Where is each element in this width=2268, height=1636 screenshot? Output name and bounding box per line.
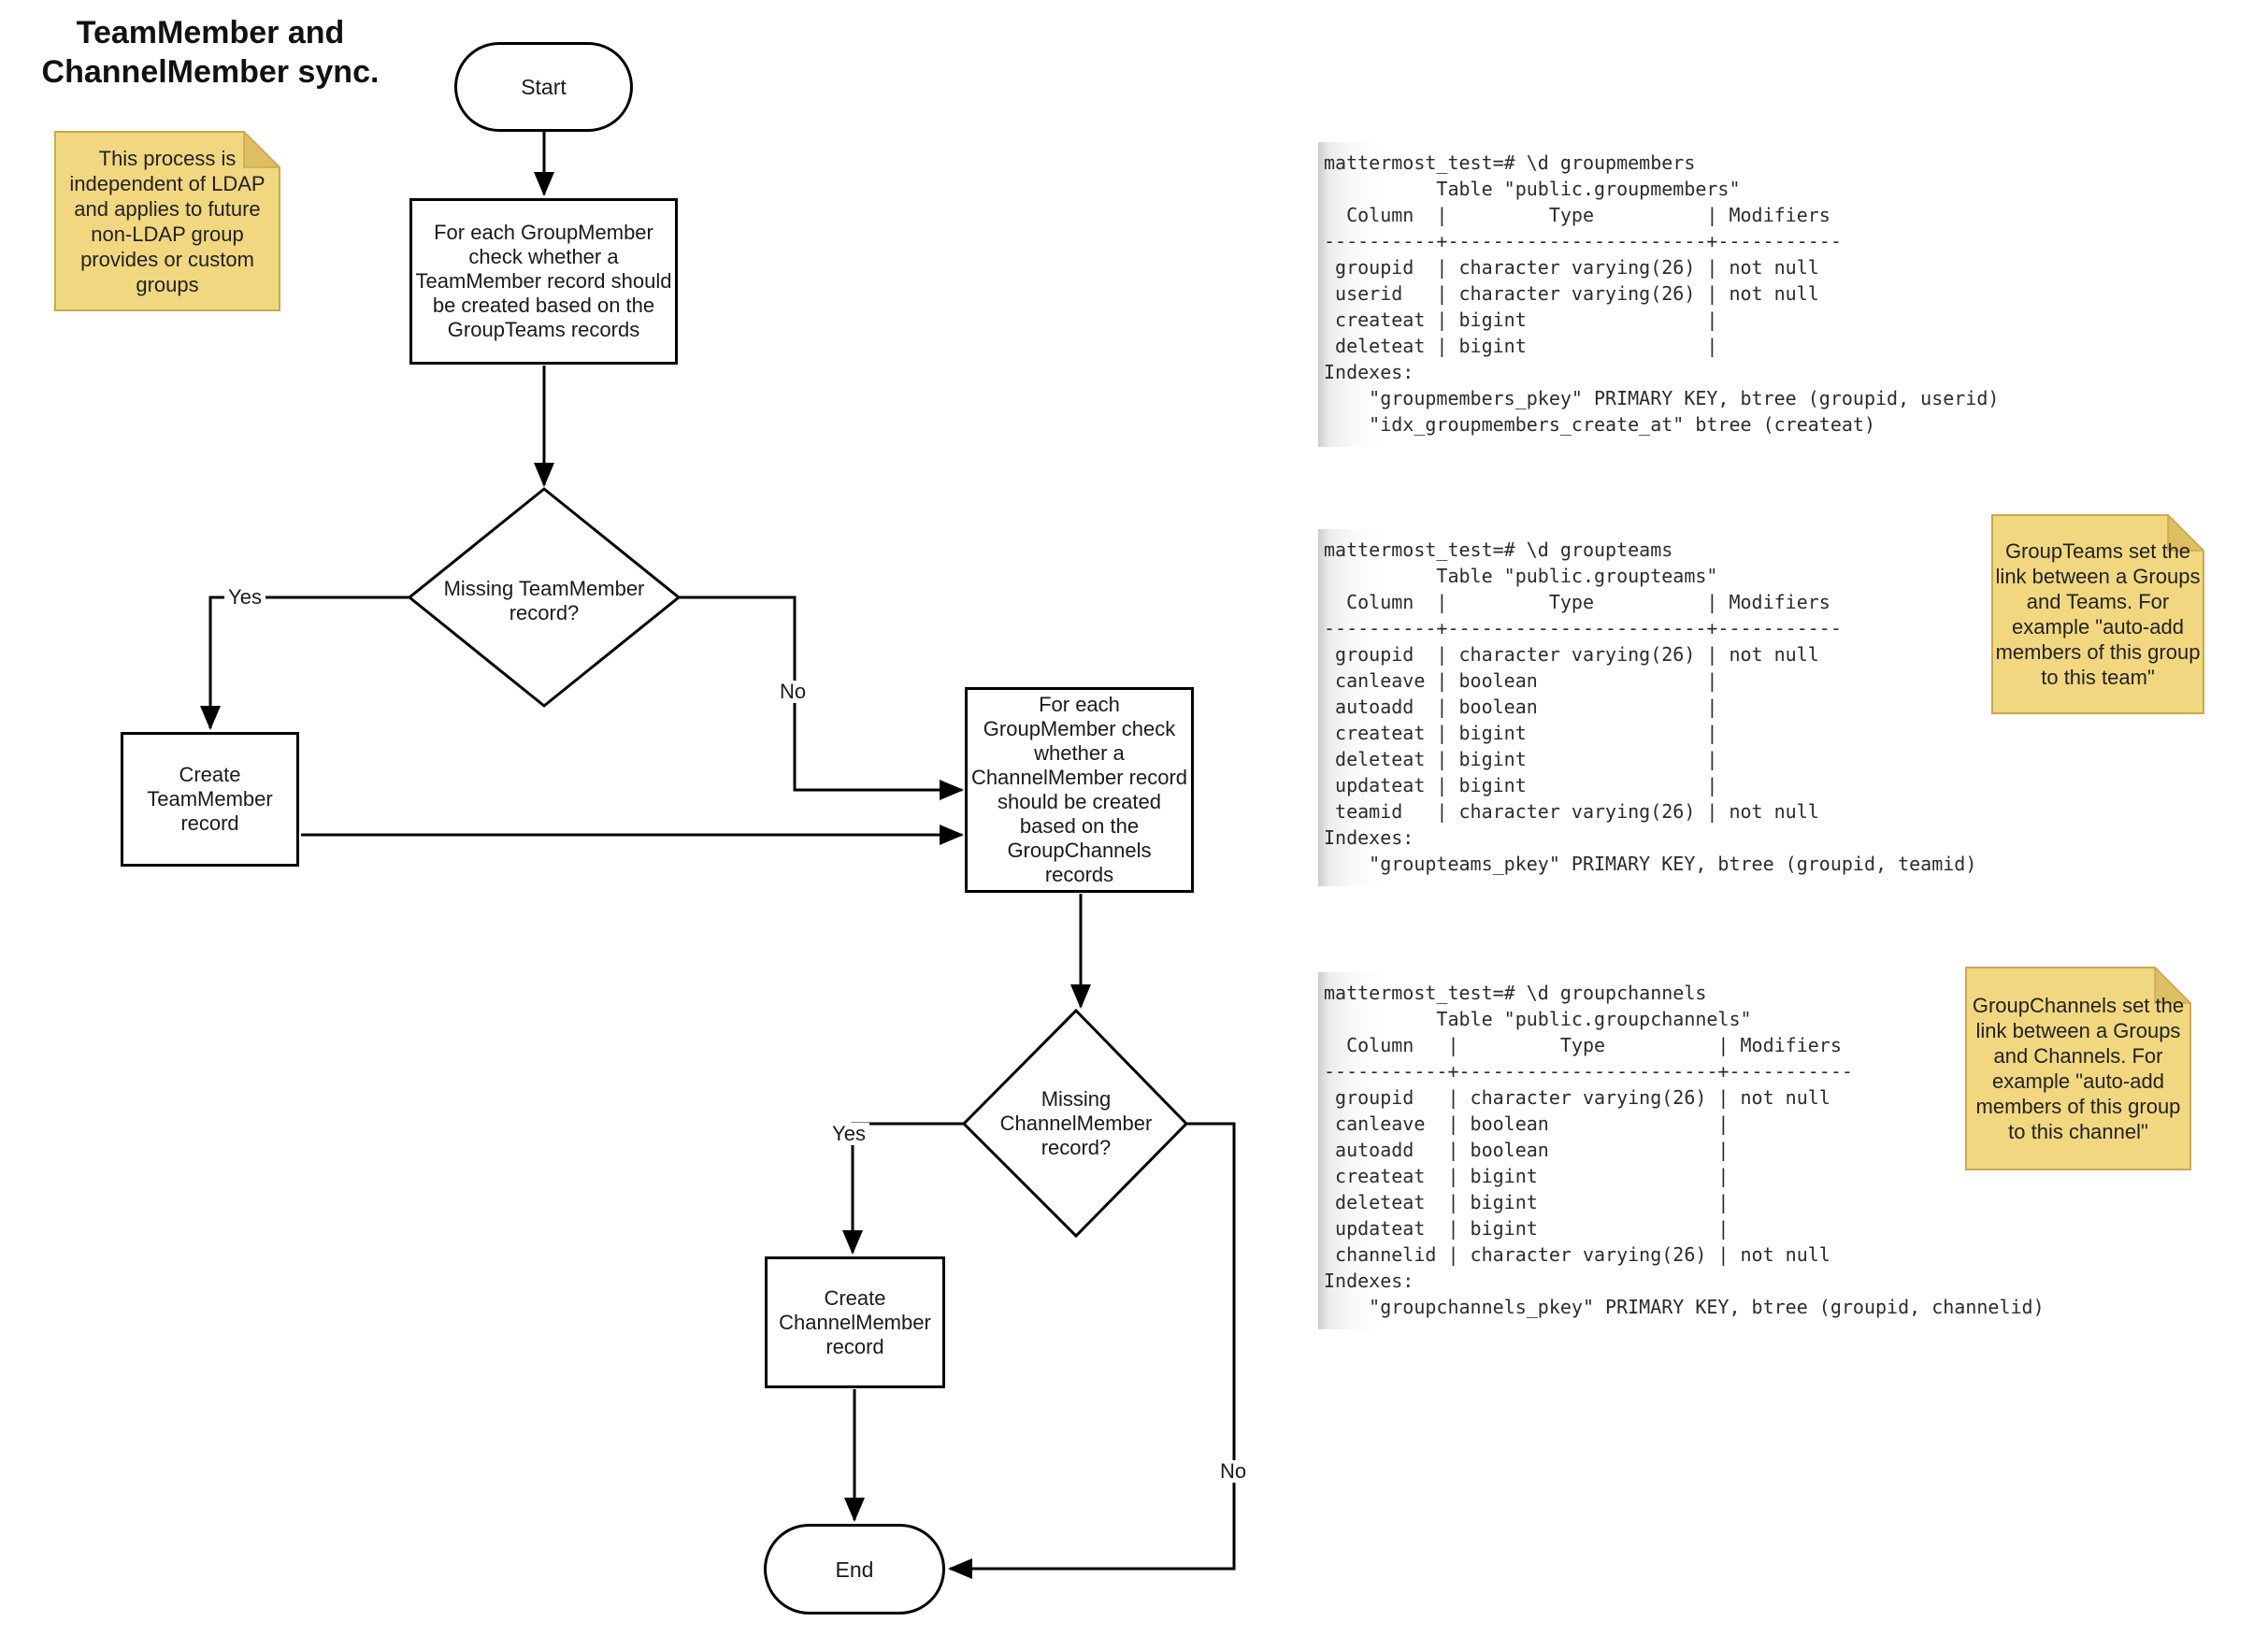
decision-channel-diamond (961, 1008, 1189, 1239)
edge-label-yes-team: Yes (224, 586, 266, 609)
terminal-output-groupchannels: mattermost_test=# \d groupchannels Table… (1318, 972, 2061, 1329)
connector-decision-channel-no-to-end (948, 1122, 1236, 1579)
sticky-note-text: This process is independent of LDAP and … (69, 146, 266, 296)
decision-channel-label: Missing ChannelMember record? (999, 1087, 1153, 1159)
terminal-output-groupmembers: mattermost_test=# \d groupmembers Table … (1318, 142, 2017, 447)
process-team-node: For each GroupMember check whether a Tea… (409, 198, 678, 365)
connector-decision-team-no-to-process-channel (679, 596, 964, 800)
start-node: Start (454, 42, 633, 132)
sticky-note-shape (1991, 514, 2204, 714)
sticky-note-groupteams: GroupTeams set the link between a Groups… (1991, 514, 2204, 714)
sticky-note-shape (1965, 967, 2191, 1170)
page-title: TeamMember and ChannelMember sync. (41, 15, 380, 90)
edge-label-no-team: No (775, 681, 811, 703)
end-node: End (764, 1524, 945, 1614)
decision-team-label: Missing TeamMember record? (443, 577, 645, 624)
edge-label-no-channel: No (1215, 1460, 1251, 1483)
create-team-member-node: Create TeamMember record (121, 732, 299, 867)
decision-team-diamond (407, 487, 682, 708)
sticky-note-groupchannels: GroupChannels set the link between a Gro… (1965, 967, 2191, 1170)
edge-label-yes-channel: Yes (828, 1123, 869, 1145)
process-channel-node: For each GroupMember check whether a Cha… (965, 687, 1194, 893)
sticky-note-shape (54, 131, 280, 311)
sticky-note-ldap: This process is independent of LDAP and … (54, 131, 280, 311)
connector-decision-team-yes-to-create-team (200, 596, 409, 730)
sticky-note-text: GroupChannels set the link between a Gro… (1972, 994, 2185, 1143)
sticky-note-text: GroupTeams set the link between a Groups… (1995, 539, 2201, 689)
create-channel-member-node: Create ChannelMember record (765, 1256, 945, 1388)
terminal-output-groupteams: mattermost_test=# \d groupteams Table "p… (1318, 529, 1994, 886)
